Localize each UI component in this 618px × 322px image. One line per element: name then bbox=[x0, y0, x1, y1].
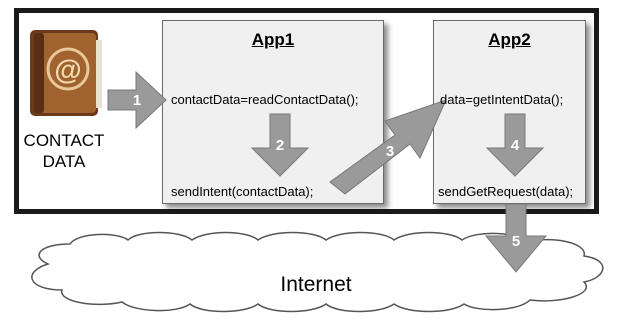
arrow-step-5: 5 bbox=[484, 203, 548, 273]
arrow-step-3: 3 bbox=[329, 99, 447, 195]
app2-code-line1: data=getIntentData(); bbox=[440, 92, 564, 107]
contact-label-line2: DATA bbox=[42, 152, 86, 171]
app2-title: App2 bbox=[488, 30, 531, 49]
internet-cloud bbox=[31, 231, 604, 313]
app1-code-line2: sendIntent(contactData); bbox=[171, 184, 314, 199]
svg-text:@: @ bbox=[54, 54, 81, 85]
arrow-step-4: 4 bbox=[485, 113, 545, 177]
step-4-number: 4 bbox=[511, 137, 520, 154]
arrow-step-2: 2 bbox=[250, 113, 310, 177]
app1-code-line1: contactData=readContactData(); bbox=[171, 92, 359, 107]
internet-label: Internet bbox=[280, 273, 352, 296]
step-1-number: 1 bbox=[133, 92, 141, 109]
step-3-number: 3 bbox=[386, 143, 394, 160]
app1-title: App1 bbox=[251, 30, 295, 49]
address-book-icon: @ bbox=[30, 30, 102, 116]
step-5-number: 5 bbox=[512, 233, 520, 250]
arrow-step-1: 1 bbox=[107, 70, 167, 130]
app2-box: App2 bbox=[433, 20, 586, 204]
step-2-number: 2 bbox=[276, 137, 284, 154]
contact-label-line1: CONTACT bbox=[23, 131, 105, 150]
app2-code-line2: sendGetRequest(data); bbox=[438, 184, 574, 199]
contact-data-label: CONTACT DATA bbox=[14, 130, 114, 172]
